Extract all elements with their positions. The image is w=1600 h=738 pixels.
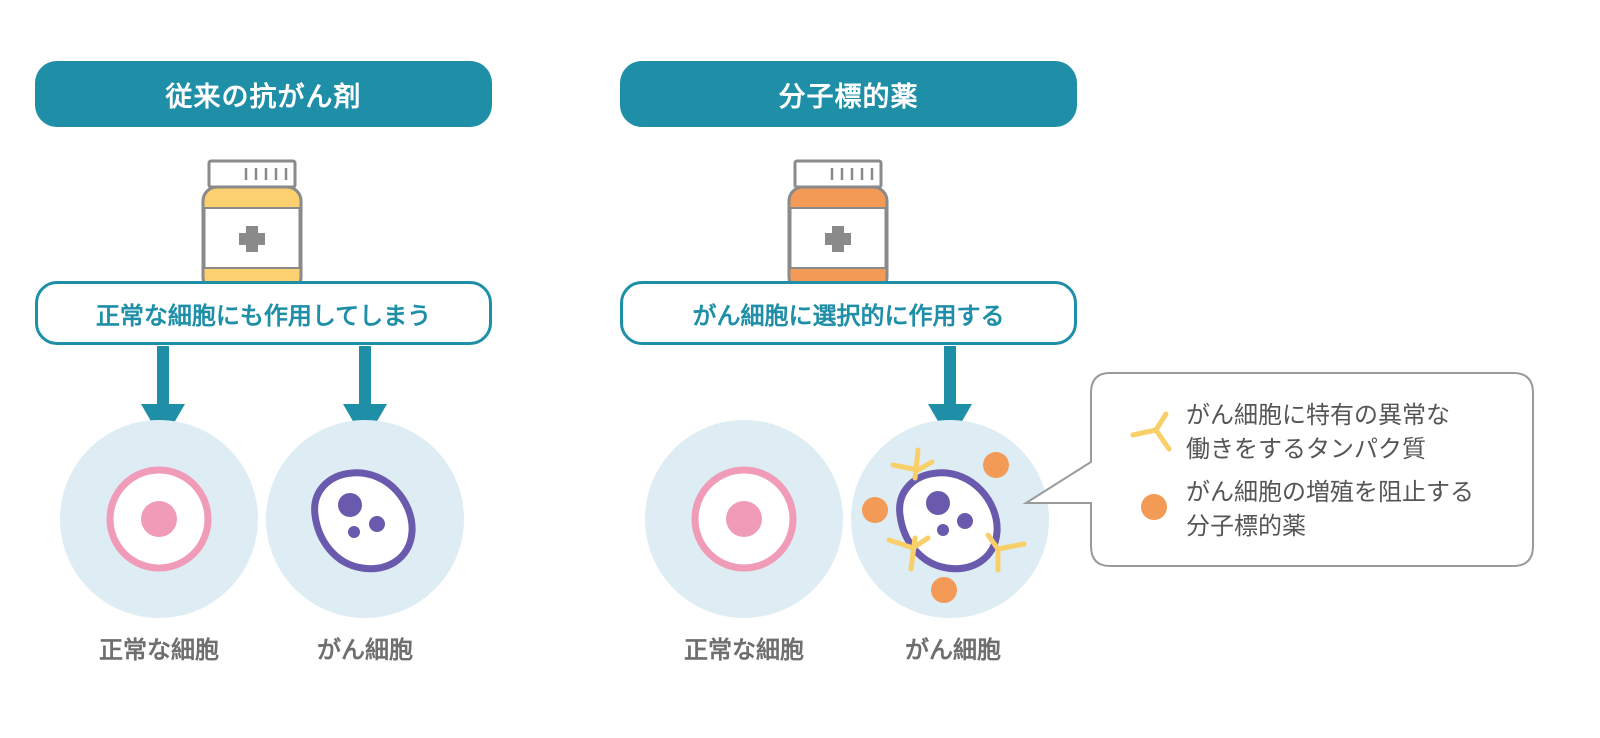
legend-drug-text: がん細胞の増殖を阻止する 分子標的薬 — [1186, 475, 1526, 543]
left-effect-label: 正常な細胞にも作用してしまう — [35, 281, 492, 345]
cancer-cell — [266, 420, 464, 618]
legend-protein-line1: がん細胞に特有の異常な — [1186, 401, 1450, 429]
left-panel-title: 従来の抗がん剤 — [35, 61, 492, 127]
plus-icon — [825, 226, 851, 252]
drug-molecule-icon — [1141, 494, 1167, 520]
drug-molecule-icon — [862, 497, 888, 523]
right-cancer-cell-label: がん細胞 — [905, 636, 1001, 664]
plus-icon — [239, 226, 265, 252]
legend-drug-line2: 分子標的薬 — [1186, 512, 1306, 540]
drug-molecule-icon — [931, 577, 957, 603]
protein-icon — [985, 532, 1027, 573]
normal-cell — [645, 420, 843, 618]
legend-protein-text: がん細胞に特有の異常な 働きをするタンパク質 — [1186, 398, 1526, 466]
legend-drug-line1: がん細胞の増殖を阻止する — [1186, 478, 1474, 506]
drug-molecule-icon — [983, 452, 1009, 478]
medicine-bottle-icon — [787, 159, 889, 293]
cancer-cell-targeted — [851, 420, 1049, 618]
normal-cell — [60, 420, 258, 618]
medicine-bottle-icon — [201, 159, 303, 293]
protein-icon — [886, 535, 931, 572]
right-effect-label: がん細胞に選択的に作用する — [620, 281, 1077, 345]
right-normal-cell-label: 正常な細胞 — [684, 636, 804, 664]
left-cancer-cell-label: がん細胞 — [317, 636, 413, 664]
right-panel-title: 分子標的薬 — [620, 61, 1077, 127]
protein-icon — [890, 447, 935, 481]
protein-icon — [1130, 411, 1172, 452]
left-normal-cell-label: 正常な細胞 — [99, 636, 219, 664]
legend-protein-line2: 働きをするタンパク質 — [1186, 435, 1426, 463]
